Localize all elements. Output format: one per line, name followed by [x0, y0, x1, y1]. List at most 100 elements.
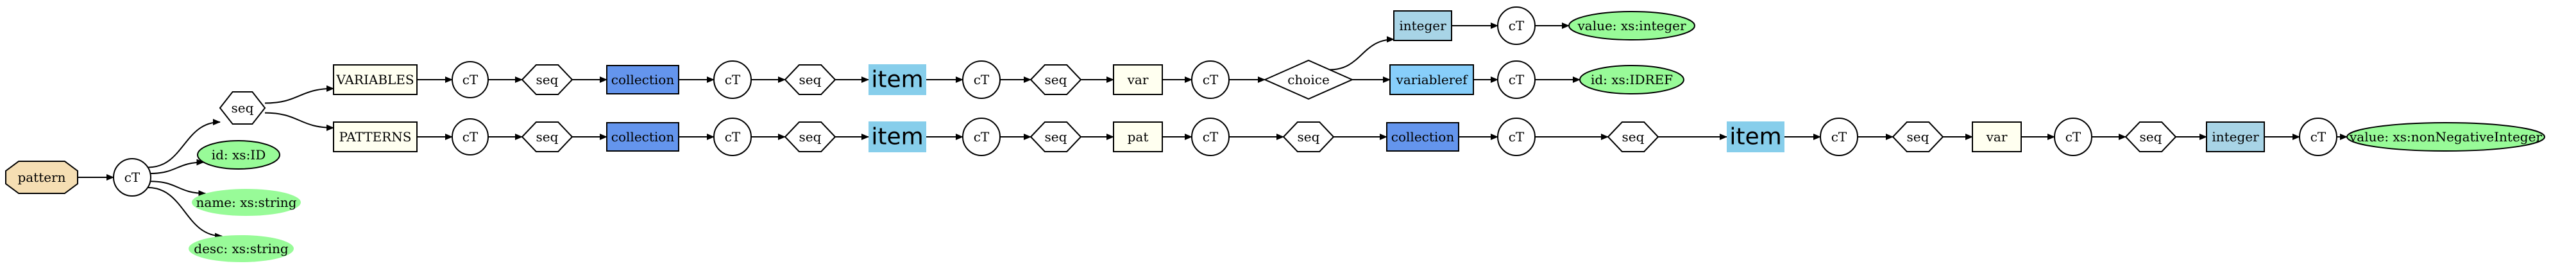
node-seq: seq: [784, 64, 836, 95]
node-seq: seq: [1030, 121, 1082, 152]
node-collection: collection: [606, 65, 679, 94]
node-collection-shape: [606, 122, 679, 152]
node-variables-label: VARIABLES: [335, 72, 414, 87]
node-var-label: var: [1127, 72, 1149, 87]
node-name-xs-string-label: name: xs:string: [196, 195, 297, 210]
node-choice-label: choice: [1287, 72, 1330, 87]
node-ct: cT: [113, 158, 151, 197]
node-ct: cT: [452, 118, 489, 155]
node-variableref-shape: [1389, 64, 1474, 95]
node-var-shape: [1972, 121, 2022, 152]
node-desc-xs-string: desc: xs:string: [189, 235, 294, 262]
node-ct-shape: [1497, 6, 1536, 45]
node-seq: seq: [219, 91, 266, 125]
node-id-xs-id-shape: [197, 140, 280, 170]
node-seq-shape: [521, 121, 573, 152]
node-ct-label: cT: [1509, 72, 1525, 87]
node-ct: cT: [452, 61, 489, 98]
node-var: var: [1113, 64, 1163, 95]
node-desc-xs-string-label: desc: xs:string: [194, 241, 289, 256]
node-ct-label: cT: [725, 129, 741, 145]
node-seq-shape: [1282, 121, 1335, 152]
node-ct-label: cT: [1509, 18, 1525, 33]
node-seq-shape: [2124, 121, 2177, 152]
node-ct-shape: [1497, 118, 1536, 156]
node-id-xs-id-label: id: xs:ID: [212, 147, 266, 163]
node-ct-label: cT: [1509, 129, 1525, 145]
node-value-xs-integer: value: xs:integer: [1568, 11, 1695, 40]
node-var: var: [1972, 121, 2022, 152]
node-ct: cT: [962, 118, 1001, 156]
node-ct-shape: [2299, 118, 2337, 156]
node-integer-shape: [1393, 10, 1452, 41]
node-ct: cT: [1820, 118, 1858, 156]
node-ct-label: cT: [1203, 72, 1219, 87]
node-seq-label: seq: [536, 129, 559, 145]
node-collection-shape: [1386, 122, 1459, 152]
node-ct-label: cT: [725, 72, 741, 87]
node-pat-label: pat: [1128, 129, 1149, 145]
edge-ct0-to-a_desc: [148, 186, 223, 240]
node-value-xs-integer-label: value: xs:integer: [1577, 18, 1686, 33]
edge-ct0-to-a_name: [150, 181, 207, 197]
node-item: item: [869, 121, 926, 152]
edge-seq0-to-pats: [264, 112, 334, 131]
node-ct-label: cT: [1203, 129, 1219, 145]
node-ct-shape: [1497, 60, 1536, 99]
node-collection-label: collection: [611, 129, 675, 145]
node-value-xs-nonnegativeinteger-shape: [2346, 122, 2545, 152]
node-seq-label: seq: [1298, 129, 1320, 145]
node-item-shape: [1727, 121, 1784, 152]
node-ct: cT: [713, 118, 752, 156]
node-ct-label: cT: [974, 129, 990, 145]
node-seq: seq: [1892, 121, 1944, 152]
node-ct-shape: [452, 61, 489, 98]
node-ct-label: cT: [974, 72, 990, 87]
node-desc-xs-string-shape: [189, 235, 294, 262]
node-seq: seq: [2124, 121, 2177, 152]
node-variables-shape: [333, 64, 418, 95]
node-seq-shape: [1030, 64, 1082, 95]
node-ct-shape: [1191, 60, 1230, 99]
node-integer-label: integer: [2212, 129, 2259, 145]
edge-seq0-to-vars: [264, 85, 334, 104]
node-name-xs-string: name: xs:string: [192, 189, 301, 216]
node-choice: choice: [1263, 59, 1354, 100]
node-seq-shape: [1030, 121, 1082, 152]
node-seq-shape: [521, 64, 573, 95]
node-id-xs-idref-label: id: xs:IDREF: [1591, 72, 1673, 87]
nodes-layer: pattern cT seq id: xs:ID name: xs:string desc…: [5, 6, 2545, 262]
node-ct-shape: [113, 158, 151, 197]
node-item-shape: [869, 121, 926, 152]
node-variableref-label: variableref: [1396, 72, 1469, 87]
node-seq: seq: [784, 121, 836, 152]
node-var-shape: [1113, 64, 1163, 95]
node-seq-label: seq: [799, 129, 822, 145]
node-ct: cT: [1191, 60, 1230, 99]
node-ct-shape: [2054, 118, 2092, 156]
node-ct: cT: [1497, 118, 1536, 156]
node-integer-label: integer: [1399, 18, 1446, 33]
node-ct-label: cT: [2310, 129, 2326, 145]
node-collection-shape: [606, 65, 679, 94]
node-integer: integer: [2206, 121, 2265, 152]
node-patterns-label: PATTERNS: [339, 129, 412, 145]
node-seq-shape: [784, 64, 836, 95]
node-ct-shape: [1191, 118, 1230, 156]
node-id-xs-id: id: xs:ID: [197, 140, 280, 170]
node-patterns-shape: [333, 121, 418, 152]
node-variableref: variableref: [1389, 64, 1474, 95]
node-seq-label: seq: [1045, 72, 1067, 87]
node-pattern: pattern: [5, 161, 78, 194]
node-seq: seq: [521, 64, 573, 95]
node-seq-shape: [1607, 121, 1659, 152]
node-choice-shape: [1263, 59, 1354, 100]
node-pat: pat: [1113, 121, 1163, 152]
node-ct: cT: [1497, 60, 1536, 99]
node-collection: collection: [1386, 122, 1459, 152]
node-seq-label: seq: [1622, 129, 1645, 145]
node-seq-label: seq: [1045, 129, 1067, 145]
node-seq: seq: [521, 121, 573, 152]
node-ct-label: cT: [2065, 129, 2081, 145]
